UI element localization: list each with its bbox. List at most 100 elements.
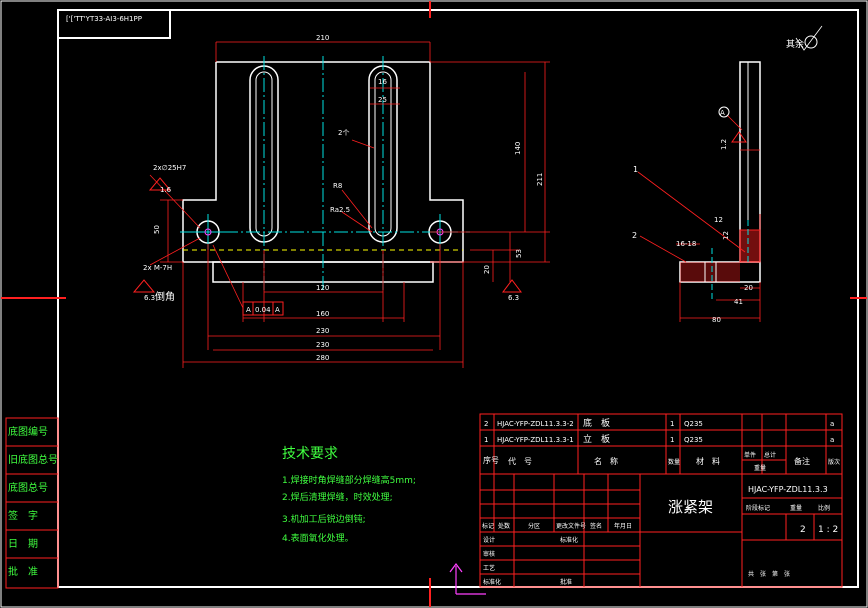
dim-53: 53 (515, 249, 523, 258)
dim-r8: R8 (333, 182, 342, 190)
bom-row-2-mat: Q235 (684, 420, 703, 428)
bom-hdr-remark: 备注 (794, 456, 810, 466)
title-stamp-text: ['['TT'YT33-AI3-6H1PP (66, 15, 142, 23)
bom-row-1-note: a (830, 436, 834, 444)
bom-row-2-code: HJAC-YFP-ZDL11.3.3-2 (497, 420, 574, 428)
roughness-symbol-1 (148, 177, 172, 191)
ucs-icon (449, 563, 486, 595)
title-stage: 阶段标记 (746, 504, 770, 512)
dim-120: 120 (316, 284, 329, 292)
rev-label-3: 更改文件号 (556, 522, 586, 530)
rev-label-5: 年月日 (614, 522, 632, 530)
dim-211: 211 (536, 173, 544, 186)
side-base (679, 261, 761, 283)
bom-hdr-name: 名 称 (594, 456, 618, 466)
bom-hdr-total: 总计 (764, 451, 776, 459)
title-stamp-box (57, 9, 171, 39)
title-sig: 标准化 (560, 536, 578, 544)
bom-row-1-name: 立 板 (583, 433, 610, 445)
bom-row-1-no: 1 (484, 436, 488, 444)
bom-row-2-no: 2 (484, 420, 488, 428)
dim-16: 16 (378, 78, 387, 86)
dim-ra63a: 6.3 (144, 294, 155, 302)
dim-210: 210 (316, 34, 329, 42)
bom-row-2-name: 底 板 (583, 417, 610, 429)
tolerance-frame (242, 301, 284, 316)
dim-ra63b: 6.3 (508, 294, 519, 302)
roughness-symbol-3 (502, 279, 522, 293)
requirements-heading: 技术要求 (282, 446, 338, 462)
roughness-symbol-2 (132, 279, 156, 293)
bom-hdr-ver: 版次 (828, 458, 840, 466)
bom-hdr-qty: 数量 (668, 458, 680, 466)
dim-ra25: Ra2.5 (330, 206, 350, 214)
side-label-3: 签 字 (8, 509, 38, 522)
part-name: 涨紧架 (668, 498, 713, 516)
side-80: 80 (712, 316, 721, 324)
rev-label-4: 签名 (590, 522, 602, 530)
role-1: 审核 (483, 550, 495, 558)
side-view: 1 2 A 其余 12 1.2 12 16-18 20 41 80 (632, 25, 823, 324)
dim-140: 140 (514, 142, 522, 155)
side-1-2: 1.2 (720, 139, 728, 150)
bom-hdr-code: 代 号 (508, 456, 532, 466)
requirement-4: 4.表面氧化处理。 (282, 532, 354, 544)
callout-a: A (720, 109, 725, 117)
side-20: 20 (744, 284, 753, 292)
bom-hdr-weight: 重量 (754, 464, 766, 472)
bom-hdr-no: 序号 (483, 455, 499, 465)
dim-20: 20 (483, 265, 491, 274)
callout-1: 1 (633, 165, 638, 174)
dim-hole-note: 2x∅25H7 (153, 164, 186, 172)
bom-row-1-code: HJAC-YFP-ZDL11.3.3-1 (497, 436, 574, 444)
dim-2x: 2个 (338, 129, 349, 137)
title-approve: 批准 (560, 578, 572, 586)
side-12b: 12 (714, 216, 723, 224)
bom-hdr-mat: 材 料 (696, 456, 720, 466)
surface-note: 其余 (786, 38, 804, 50)
title-block: 标记 处数 分区 更改文件号 签名 年月日 设计 审核 工艺 标准化 标准化 批… (479, 473, 843, 588)
dim-ra16: 1.6 (160, 186, 172, 194)
tol-ref: A (275, 306, 280, 314)
bom-hdr-unit: 单件 (744, 451, 756, 459)
chamfer-note: 倒角 (155, 291, 175, 303)
bom-table: 2 HJAC-YFP-ZDL11.3.3-2 底 板 1 Q235 a 1 HJ… (479, 413, 843, 475)
side-label-0: 底图编号 (8, 425, 48, 438)
requirement-1: 1.焊接时角焊缝部分焊缝高5mm; (282, 474, 416, 486)
dim-230: 230 (316, 327, 329, 335)
dim-thread-note: 2x M-7H (143, 264, 172, 272)
side-label-5: 批 准 (8, 565, 38, 578)
side-label-column: 底图编号 旧底图总号 底图总号 签 字 日 期 批 准 (5, 417, 59, 589)
requirement-3: 3.机加工后锐边倒钝; (282, 513, 366, 525)
tol-val: 0.04 (255, 306, 271, 314)
bom-row-2-note: a (830, 420, 834, 428)
technical-requirements: 技术要求 1.焊接时角焊缝部分焊缝高5mm; 2.焊后清理焊缝，时效处理; 3.… (282, 446, 416, 544)
dim-160: 160 (316, 310, 329, 318)
front-view: 210 16 25 2个 R8 Ra2.5 2x∅25H7 1.6 2x M-7… (132, 34, 550, 368)
datum-circle (718, 106, 730, 118)
role-3: 标准化 (483, 578, 501, 586)
bom-row-2-qty: 1 (670, 420, 674, 428)
tol-a: A (246, 306, 251, 314)
requirement-2: 2.焊后清理焊缝，时效处理; (282, 491, 393, 503)
side-16-18: 16-18 (676, 240, 696, 248)
role-2: 工艺 (483, 564, 495, 572)
bom-row-1-qty: 1 (670, 436, 674, 444)
title-scale-label: 比例 (818, 504, 830, 512)
side-label-4: 日 期 (8, 538, 38, 550)
side-label-2: 底图总号 (8, 481, 48, 494)
dim-25: 25 (378, 96, 387, 104)
rev-label-2: 分区 (528, 522, 540, 530)
dim-280: 280 (316, 354, 329, 362)
callout-2: 2 (632, 231, 637, 240)
role-0: 设计 (483, 536, 495, 544)
title-weight: 重量 (790, 504, 802, 512)
bom-row-1-mat: Q235 (684, 436, 703, 444)
side-12: 12 (722, 231, 730, 240)
drawing-number: HJAC-YFP-ZDL11.3.3 (748, 485, 828, 494)
title-val-2: 2 (800, 525, 806, 535)
side-label-1: 旧底图总号 (8, 453, 58, 466)
roughness-circle (804, 35, 818, 49)
